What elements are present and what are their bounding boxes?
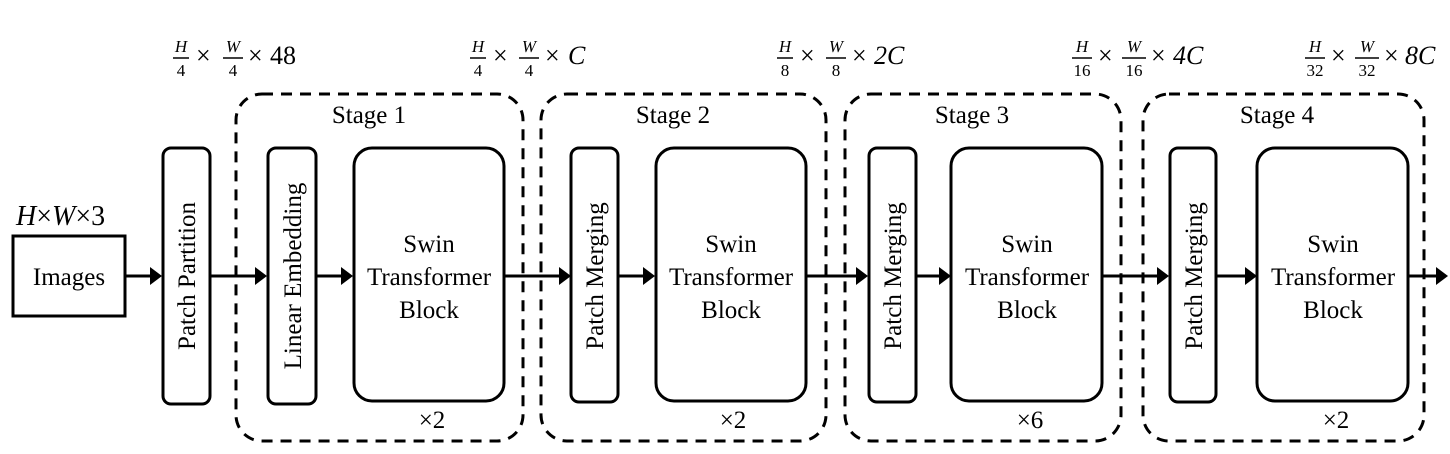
stage-1-repeat: ×2 [419,407,446,434]
svg-text:8: 8 [781,61,790,80]
stage-2-repeat: ×2 [720,407,747,434]
stage-3-frame [843,92,1123,443]
stage-2-block-line-2: Transformer [669,264,794,291]
svg-text:×: × [1331,41,1346,70]
svg-text:×: × [1098,41,1113,70]
svg-text:H: H [471,37,486,56]
stage-3-block-line-3: Block [997,297,1057,324]
stage-1-frame [234,92,525,443]
stage-4-out-dim: H 32 × W 32 × 8C [1305,37,1436,80]
stage-1-out-dim: H 4 × W 4 × C [470,37,586,80]
stage-3-repeat: ×6 [1017,407,1044,434]
svg-text:32: 32 [1359,61,1376,80]
stage-3-swin-block [949,146,1104,403]
svg-text:32: 32 [1307,61,1324,80]
stage-4-title: Stage 4 [1240,102,1315,129]
stage-1-first-block-label: Linear Embedding [280,182,307,369]
svg-text:16: 16 [1126,61,1143,80]
stage-2-title: Stage 2 [636,102,710,129]
svg-text:2C: 2C [874,41,905,70]
input-dim: H×W×3 [15,201,105,232]
svg-text:W: W [1360,37,1376,56]
stage-4-repeat: ×2 [1323,407,1350,434]
svg-text:C: C [568,41,586,70]
stage-1-first-block [266,146,318,406]
svg-text:W: W [829,37,845,56]
svg-text:4: 4 [474,61,483,80]
stage-4-block-line-3: Block [1303,297,1363,324]
svg-text:H: H [174,37,189,56]
patch-partition-box [161,146,212,406]
stage-2-first-block-label: Patch Merging [582,202,609,350]
stage-3-first-block [867,146,918,404]
stage-3-out-dim: H 16 × W 16 × 4C [1072,37,1204,80]
svg-text:H: H [778,37,793,56]
svg-text:W: W [226,37,242,56]
images-box [11,234,127,318]
svg-text:×: × [248,41,263,70]
svg-text:W: W [522,37,538,56]
flow-arrows [125,267,1448,285]
svg-text:H: H [1075,37,1090,56]
stage-3-title: Stage 3 [935,102,1009,129]
stage-1-block-line-1: Swin [403,231,455,258]
svg-text:48: 48 [270,41,296,70]
svg-text:×: × [852,41,867,70]
stage-2-out-dim: H 8 × W 8 × 2C [777,37,905,80]
svg-text:8: 8 [832,61,841,80]
stage-1-swin-block [352,146,506,403]
stage-4-block-line-1: Swin [1307,231,1359,258]
svg-text:4: 4 [525,61,534,80]
stage-3-block-line-2: Transformer [965,264,1090,291]
stage-4-frame [1141,92,1426,443]
svg-text:×: × [1384,41,1399,70]
svg-text:×: × [196,41,211,70]
stage-4-swin-block [1255,146,1410,403]
stage-2-first-block [569,146,620,404]
stage-1-title: Stage 1 [332,102,406,129]
stage-2-frame [539,92,828,443]
svg-text:×: × [800,41,815,70]
images-label: Images [33,264,105,291]
svg-text:×: × [1151,41,1166,70]
stage-4-first-block-label: Patch Merging [1181,202,1208,350]
stage-3-block-line-1: Swin [1001,231,1053,258]
svg-text:8C: 8C [1405,41,1436,70]
partition-out-dim: H 4 × W 4 × 48 [173,37,296,80]
svg-text:×: × [493,41,508,70]
stage-4-first-block [1168,146,1218,404]
stage-1-block-line-2: Transformer [367,264,492,291]
stage-1-block-line-3: Block [399,297,459,324]
svg-text:×: × [545,41,560,70]
svg-text:4: 4 [229,61,238,80]
stage-4-block-line-2: Transformer [1271,264,1396,291]
svg-text:4C: 4C [1173,41,1204,70]
svg-text:4: 4 [177,61,186,80]
stage-3-first-block-label: Patch Merging [880,202,907,350]
patch-partition-label: Patch Partition [174,202,201,350]
svg-text:H: H [1308,37,1323,56]
svg-text:W: W [1127,37,1143,56]
stage-2-block-line-1: Swin [705,231,757,258]
stage-2-block-line-3: Block [701,297,761,324]
svg-text:16: 16 [1074,61,1091,80]
stage-2-swin-block [654,146,808,403]
